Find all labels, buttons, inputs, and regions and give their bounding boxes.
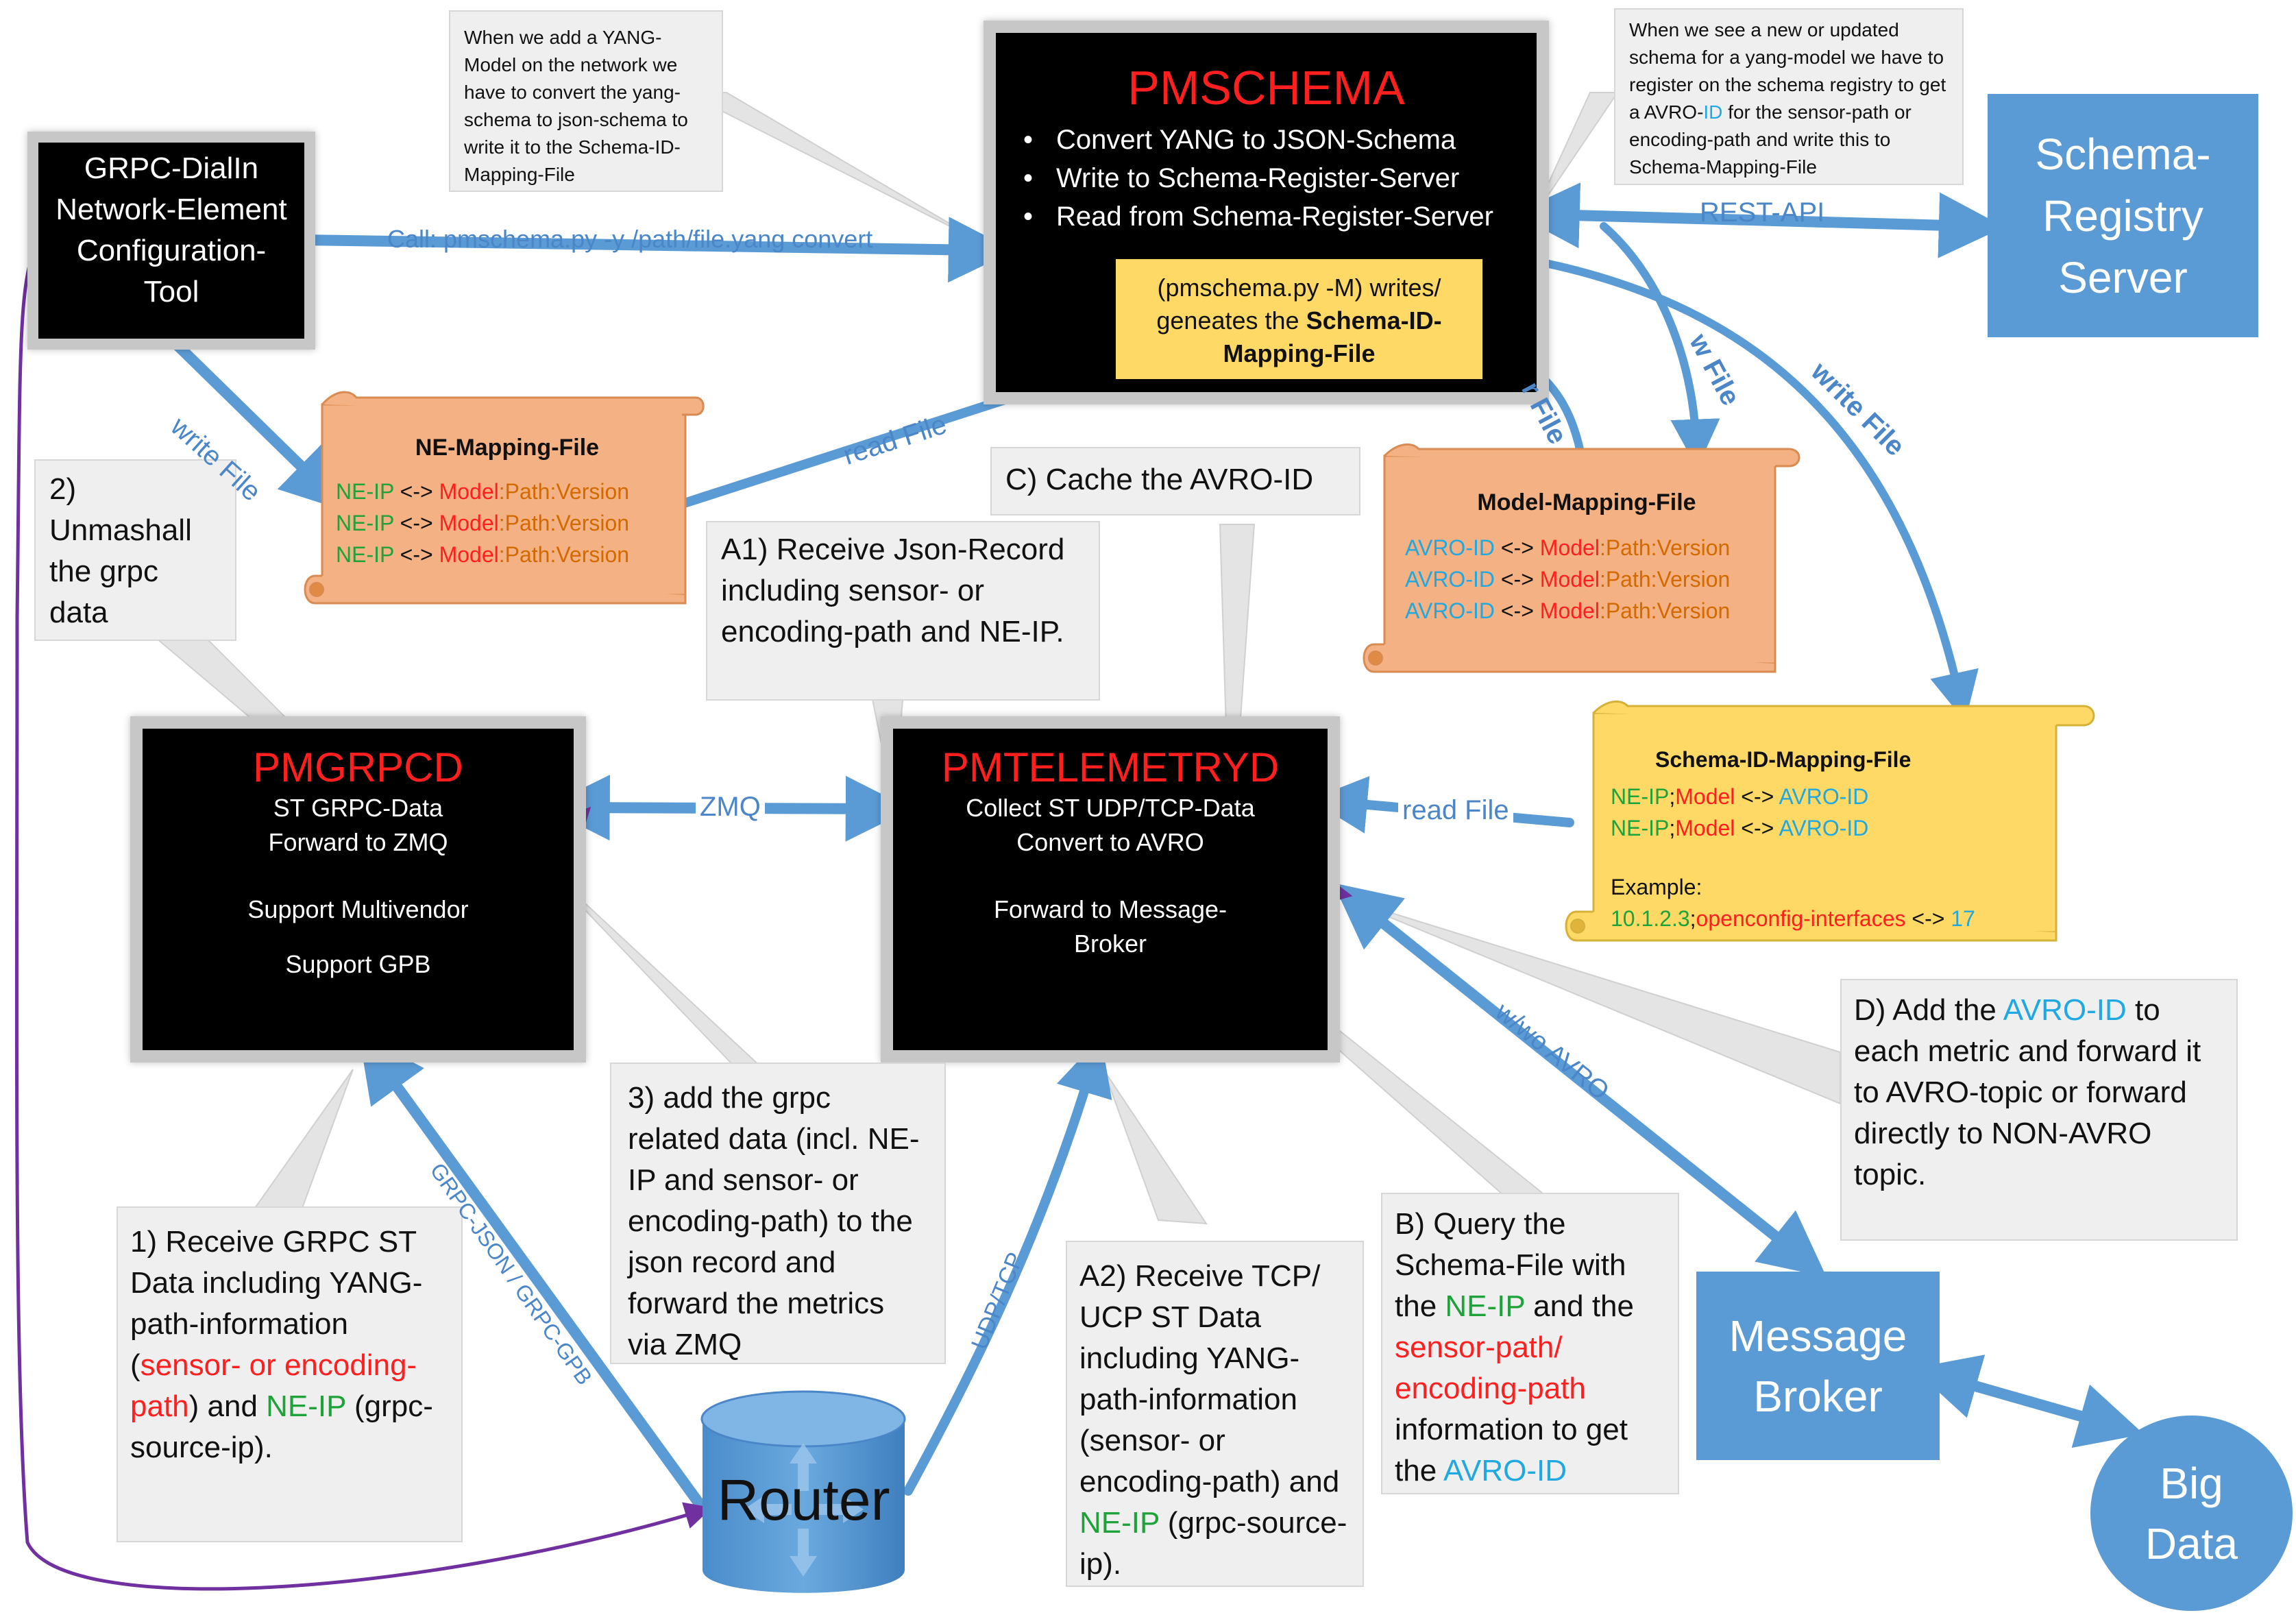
callout-step1: 1) Receive GRPC ST Data including YANG-p…	[117, 1206, 463, 1542]
callout-b: B) Query the Schema-File with the NE-IP …	[1381, 1193, 1679, 1494]
message-broker: Message Broker	[1696, 1272, 1940, 1460]
model-mapping-file: Model-Mapping-File AVRO-ID <-> Model:Pat…	[1405, 487, 1768, 651]
router-cylinder-shape	[700, 1390, 906, 1593]
model-mapping-scroll-shape	[1363, 443, 1800, 673]
pmschema-box: PMSCHEMA •Convert YANG to JSON-Schema •W…	[984, 21, 1549, 404]
edge-label-rest-api: REST-API	[1700, 197, 1825, 228]
edge-label-zmq: ZMQ	[696, 792, 765, 823]
pmtelemetryd-line: Convert to AVRO	[1016, 828, 1204, 856]
pmgrpcd-title: PMGRPCD	[253, 744, 463, 790]
big-data: Big Data	[2090, 1416, 2293, 1611]
server-label-line: Registry	[2042, 191, 2203, 241]
callout-yang-model: When we add a YANG-Model on the network …	[449, 10, 723, 192]
pmgrpcd-spacer	[143, 927, 574, 947]
callout-new-schema: When we see a new or updated schema for …	[1614, 8, 1964, 185]
grpc-tool-line: Configuration-	[76, 234, 267, 267]
pmgrpcd-line: Support Multivendor	[247, 895, 469, 923]
callout-step3: 3) add the grpc related data (incl. NE-I…	[610, 1062, 946, 1364]
pmgrpcd-lines: ST GRPC-Data Forward to ZMQ Support Mult…	[143, 791, 574, 982]
pmtelemetryd-line: Forward to Message-	[993, 895, 1228, 923]
edge-label-call: Call: pmschema.py -y /path/file.yang con…	[387, 225, 873, 253]
schema-id-example-label: Example:	[1611, 875, 1702, 899]
callout-cache: C) Cache the AVRO-ID	[990, 447, 1360, 515]
pmschema-bullet: •Convert YANG to JSON-Schema	[1023, 125, 1456, 155]
schema-id-writer-box: (pmschema.py -M) writes/ geneates the Sc…	[1116, 259, 1482, 379]
server-label-line: Message	[1729, 1311, 1907, 1361]
model-mapping-row: AVRO-ID <-> Model:Path:Version	[1405, 598, 1731, 623]
router-label: Router	[717, 1468, 890, 1532]
ne-mapping-scroll-shape	[304, 391, 705, 605]
pmtelemetryd-lines: Collect ST UDP/TCP-Data Convert to AVRO …	[893, 791, 1328, 961]
pmtelemetryd-line: Broker	[1073, 930, 1147, 958]
model-mapping-row: AVRO-ID <-> Model:Path:Version	[1405, 535, 1731, 560]
pmgrpcd-line: Support GPB	[285, 950, 431, 978]
grpc-tool-line: Tool	[143, 275, 199, 308]
big-data-line: Data	[2145, 1518, 2238, 1568]
pmgrpcd-line: ST GRPC-Data	[273, 794, 443, 822]
pmschema-bullet: •Write to Schema-Register-Server	[1023, 163, 1460, 193]
inner-box-line: geneates the Schema-ID-	[1156, 306, 1442, 335]
pmtelemetryd-box: PMTELEMETRYD Collect ST UDP/TCP-Data Con…	[881, 716, 1340, 1062]
grpc-tool-line: GRPC-DialIn	[84, 151, 259, 185]
callout-a2: A2) Receive TCP/ UCP ST Data including Y…	[1066, 1241, 1364, 1587]
server-label-line: Server	[2058, 252, 2188, 302]
schema-id-mapping-row: NE-IP;Model <-> AVRO-ID	[1611, 816, 1869, 840]
model-mapping-row: AVRO-ID <-> Model:Path:Version	[1405, 567, 1731, 592]
callout-a1: A1) Receive Json-Record including sensor…	[706, 521, 1100, 701]
pmtelemetryd-title: PMTELEMETRYD	[941, 744, 1280, 790]
pmschema-bullet: •Read from Schema-Register-Server	[1023, 202, 1493, 232]
callout-unmarshall: 2) Unmashall the grpc data	[34, 459, 236, 641]
pmtelemetryd-line: Collect ST UDP/TCP-Data	[966, 794, 1255, 822]
schema-id-mapping-scroll-shape	[1565, 700, 2095, 942]
pmtelemetryd-spacer	[893, 860, 1328, 892]
server-label-line: Broker	[1753, 1371, 1883, 1421]
inner-box-line: (pmschema.py -M) writes/	[1157, 274, 1441, 302]
schema-id-mapping-title: Schema-ID-Mapping-File	[1655, 747, 1912, 772]
pmschema-bullets: •Convert YANG to JSON-Schema •Write to S…	[996, 121, 1537, 236]
big-data-line: Big	[2160, 1458, 2223, 1508]
pmgrpcd-box: PMGRPCD ST GRPC-Data Forward to ZMQ Supp…	[130, 716, 586, 1062]
schema-id-example-row: 10.1.2.3;openconfig-interfaces <-> 17	[1611, 906, 1975, 931]
schema-registry-server: Schema- Registry Server	[1988, 94, 2258, 337]
schema-id-mapping-row: NE-IP;Model <-> AVRO-ID	[1611, 784, 1869, 809]
grpc-dialin-tool-box: GRPC-DialIn Network-Element Configuratio…	[27, 132, 315, 350]
pmgrpcd-spacer	[143, 860, 574, 892]
pmgrpcd-line: Forward to ZMQ	[268, 828, 448, 856]
ne-mapping-title: NE-Mapping-File	[415, 435, 600, 461]
pmschema-title: PMSCHEMA	[1127, 61, 1405, 114]
ne-mapping-row: NE-IP <-> Model:Path:Version	[336, 511, 630, 535]
ne-mapping-file: NE-Mapping-File NE-IP <-> Model:Path:Ver…	[336, 432, 679, 583]
inner-box-line: Mapping-File	[1223, 339, 1376, 367]
server-label-line: Schema-	[2035, 129, 2211, 179]
grpc-tool-line: Network-Element	[56, 193, 287, 226]
ne-mapping-row: NE-IP <-> Model:Path:Version	[336, 542, 630, 567]
edge-label-read-file-2: read File	[1398, 795, 1513, 826]
model-mapping-title: Model-Mapping-File	[1477, 489, 1696, 515]
schema-id-mapping-file: Schema-ID-Mapping-File NE-IP;Model <-> A…	[1611, 744, 2049, 931]
callout-d: D) Add the AVRO-ID to each metric and fo…	[1840, 979, 2238, 1241]
ne-mapping-row: NE-IP <-> Model:Path:Version	[336, 479, 630, 504]
